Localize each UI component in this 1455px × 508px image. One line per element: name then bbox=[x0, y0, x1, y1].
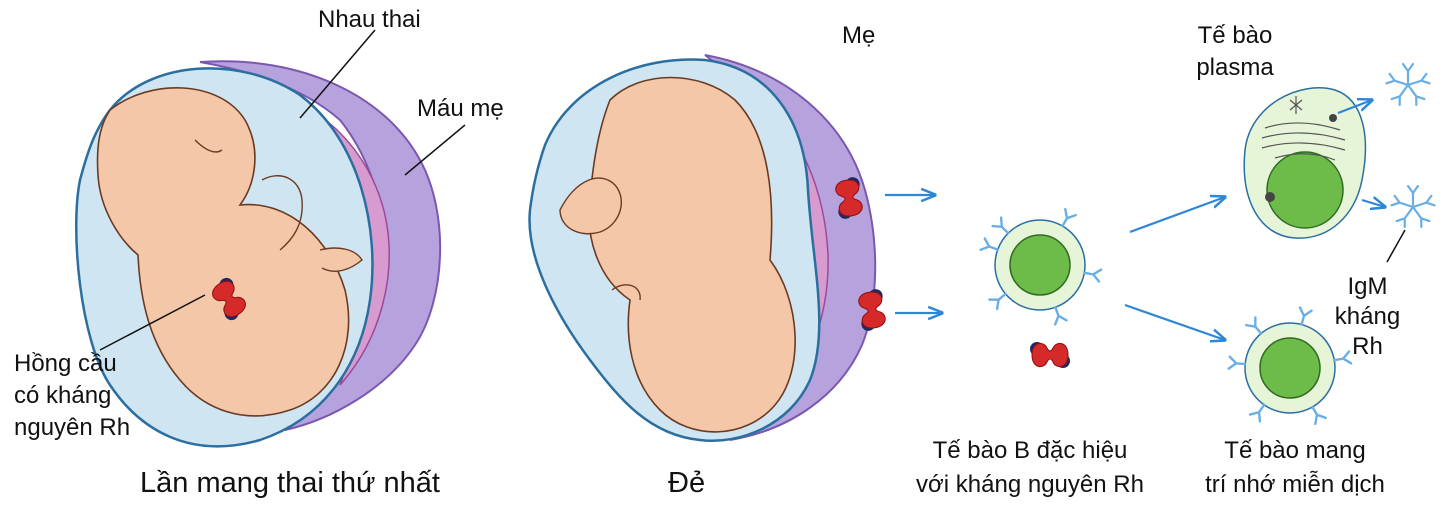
memory-cell-label: Tế bào mang trí nhớ miễn dịch bbox=[1180, 437, 1410, 499]
igm-leader-line bbox=[1387, 230, 1405, 262]
red-blood-cell-icon bbox=[1030, 342, 1070, 368]
antibody-icon bbox=[1229, 357, 1246, 370]
b-cell bbox=[981, 209, 1101, 368]
first-pregnancy-illustration bbox=[76, 30, 465, 446]
arrow-icon bbox=[1362, 200, 1385, 207]
antibody-icon bbox=[1391, 186, 1434, 227]
arrow-icon bbox=[1130, 197, 1225, 232]
plasma-cell-label: Tế bào plasma bbox=[1170, 22, 1300, 82]
rbc-label: Hồng cầu có kháng nguyên Rh bbox=[14, 350, 130, 442]
placenta-label: Nhau thai bbox=[318, 6, 421, 34]
antibody-icon bbox=[1386, 64, 1429, 105]
mother-label: Mẹ bbox=[842, 22, 875, 50]
birth-caption: Đẻ bbox=[668, 466, 705, 500]
igm-label: IgM kháng Rh bbox=[1320, 273, 1415, 361]
b-cell-label: Tế bào B đặc hiệu với kháng nguyên Rh bbox=[880, 437, 1180, 499]
first-pregnancy-caption: Lần mang thai thứ nhất bbox=[140, 466, 440, 500]
maternal-blood-label: Máu mẹ bbox=[417, 95, 504, 123]
arrow-icon bbox=[1125, 305, 1225, 340]
birth-illustration bbox=[530, 55, 942, 441]
antibody-icon bbox=[1083, 267, 1101, 282]
